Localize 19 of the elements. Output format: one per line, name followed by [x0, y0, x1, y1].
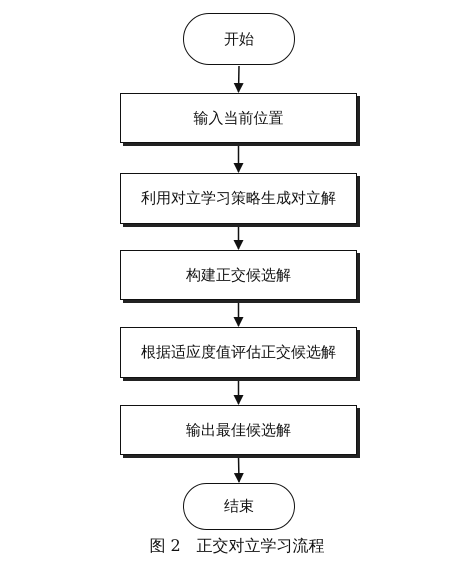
process-box [120, 93, 357, 143]
process-box [120, 173, 357, 224]
node-label: 输出最佳候选解 [186, 420, 291, 440]
node-label: 结束 [224, 497, 254, 516]
process-box [120, 327, 357, 378]
figure-caption: 图 2 正交对立学习流程 [148, 536, 326, 557]
node-label: 根据适应度值评估正交候选解 [141, 343, 336, 362]
arrow [234, 379, 244, 405]
node-label: 构建正交候选解 [186, 266, 291, 284]
arrow [234, 66, 244, 93]
node-label: 开始 [224, 30, 254, 48]
arrow [234, 225, 244, 250]
arrow [234, 144, 244, 173]
process-box [120, 405, 357, 455]
arrow [234, 301, 244, 327]
process-box [120, 250, 357, 300]
node-label: 利用对立学习策略生成对立解 [141, 189, 336, 208]
node-label: 输入当前位置 [194, 108, 284, 128]
arrow [234, 456, 244, 483]
